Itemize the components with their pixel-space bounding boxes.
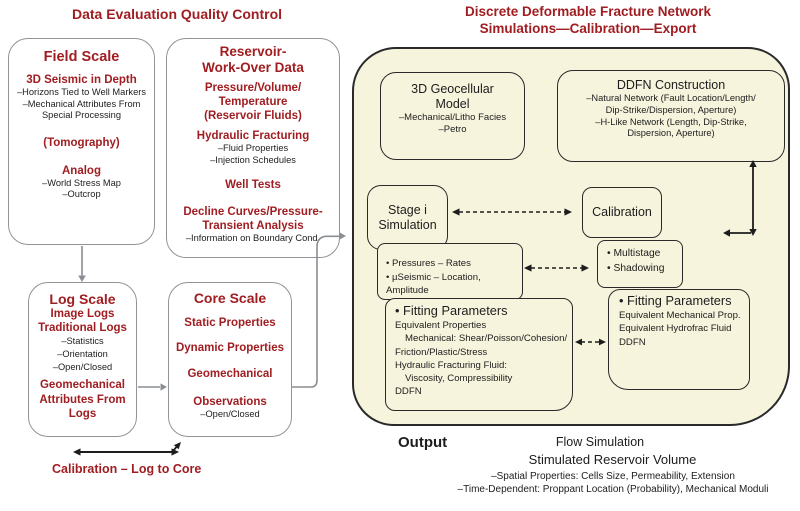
geocell-title-line2: Model — [435, 97, 470, 111]
log-red-line: Traditional Logs — [38, 322, 127, 334]
hydraulic-heading: Hydraulic Fracturing — [196, 130, 310, 142]
stage-title-line1: Stage i — [388, 202, 427, 217]
left-panel-title: Data Evaluation Quality Control — [71, 6, 283, 22]
geo-line: Attributes From — [39, 393, 126, 406]
log-item: –Statistics — [61, 336, 104, 346]
reservoir-workover-box: Reservoir- Work-Over Data Pressure/Volum… — [166, 38, 340, 258]
geo-line: Geomechanical — [39, 379, 125, 391]
decline-item: –Information on Boundary Cond. — [185, 233, 321, 243]
calibration-title: Calibration — [592, 205, 652, 219]
fitting-parameters-right-box: • Fitting Parameters Equivalent Mechanic… — [608, 289, 750, 390]
tomography-heading: (Tomography) — [43, 136, 120, 149]
calibration-box: Calibration — [582, 187, 662, 238]
multistage-shadowing-box: • Multistage • Shadowing — [597, 240, 683, 288]
pressures-useismic-box: • Pressures – Rates • µSeismic – Locatio… — [377, 243, 523, 300]
geo-line: Logs — [68, 408, 97, 420]
field-scale-title: Field Scale — [43, 49, 120, 65]
stage-title-line2: Simulation — [378, 217, 437, 232]
fitting-right-item: Equivalent Hydrofrac Fluid — [619, 323, 732, 335]
ddfn-item: –Natural Network (Fault Location/Length/ — [586, 93, 756, 103]
log-scale-title: Log Scale — [49, 291, 116, 307]
log-scale-box: Log Scale Image Logs Traditional Logs –S… — [28, 282, 137, 437]
multistage-item: • Multistage — [607, 248, 661, 259]
ddfn-item: –H-Like Network (Length, Dip-Strike, — [595, 116, 747, 127]
field-scale-box: Field Scale 3D Seismic in Depth –Horizon… — [8, 38, 155, 245]
fitting-right-item: DDFN — [619, 336, 646, 348]
hydraulic-item: –Injection Schedules — [210, 154, 296, 165]
fitting-left-title: • Fitting Parameters — [395, 303, 508, 318]
geocellular-model-box: 3D Geocellular Model –Mechanical/Litho F… — [380, 72, 525, 160]
fitting-left-item: Equivalent Properties — [395, 320, 487, 331]
ddfn-item: Dip-Strike/Dispersion, Aperture) — [605, 104, 737, 115]
decline-line1: Decline Curves/Pressure- — [183, 206, 323, 218]
right-title-line2: Simulations—Calibration—Export — [479, 21, 697, 36]
arrow-field-to-log — [78, 246, 86, 282]
seismic-item: –Mechanical Attributes From — [22, 98, 141, 109]
output-label: Output — [398, 434, 448, 451]
fitting-left-item: Viscosity, Compressibility — [405, 373, 513, 385]
core-red-line: Geomechanical — [187, 368, 273, 380]
seismic-item: –Horizons Tied to Well Markers — [17, 87, 146, 97]
flow-simulation-label: Flow Simulation — [555, 435, 645, 449]
hydraulic-item: –Fluid Properties — [217, 143, 289, 153]
core-red-line: Static Properties — [184, 317, 276, 329]
reservoir-title-line2: Work-Over Data — [202, 60, 304, 75]
analog-item: –Outcrop — [62, 189, 101, 199]
seismic-item: Special Processing — [41, 110, 122, 120]
stage-i-simulation-box: Stage i Simulation — [367, 185, 448, 250]
fitting-right-title: • Fitting Parameters — [619, 293, 732, 308]
pvt-line: Pressure/Volume/ — [204, 82, 302, 94]
fitting-left-item: Mechanical: Shear/Poisson/Cohesion/ — [405, 333, 568, 345]
pvt-line: (Reservoir Fluids) — [204, 110, 302, 122]
well-tests-heading: Well Tests — [225, 179, 281, 191]
log-red-line: Image Logs — [50, 308, 115, 320]
right-title-line1: Discrete Deformable Fracture Network — [464, 4, 712, 19]
fitting-left-item: Friction/Plastic/Stress — [395, 346, 488, 358]
fitting-left-item: Hydraulic Fracturing Fluid: — [395, 359, 507, 371]
right-panel-title: Discrete Deformable Fracture Network Sim… — [388, 3, 788, 37]
core-red-line: Observations — [193, 396, 267, 408]
log-item: –Open/Closed — [52, 362, 113, 372]
ddfn-title: DDFN Construction — [616, 78, 726, 92]
fitting-left-item: DDFN — [395, 386, 422, 398]
pvt-line: Temperature — [218, 96, 288, 108]
core-scale-box: Core Scale Static Properties Dynamic Pro… — [168, 282, 292, 437]
analog-heading: Analog — [62, 164, 101, 177]
core-red-line: Dynamic Properties — [175, 342, 284, 354]
geocell-item: –Petro — [438, 124, 467, 135]
srv-item: –Spatial Properties: Cells Size, Permeab… — [491, 471, 735, 482]
srv-items: –Spatial Properties: Cells Size, Permeab… — [413, 470, 800, 496]
ddfn-construction-box: DDFN Construction –Natural Network (Faul… — [557, 70, 785, 162]
seismic-heading: 3D Seismic in Depth — [26, 74, 137, 86]
calibration-log-core-label: Calibration – Log to Core — [52, 462, 202, 476]
multistage-item: • Shadowing — [607, 262, 665, 274]
srv-item: –Time-Dependent: Proppant Location (Prob… — [457, 484, 769, 495]
reservoir-title-line1: Reservoir- — [219, 44, 287, 59]
fitting-parameters-left-box: • Fitting Parameters Equivalent Properti… — [385, 298, 573, 411]
core-scale-title: Core Scale — [193, 290, 267, 306]
arrow-calibration-log-core — [73, 442, 181, 456]
arrow-log-to-core — [138, 383, 167, 391]
decline-line2: Transient Analysis — [202, 220, 304, 232]
core-item: –Open/Closed — [200, 409, 260, 419]
fitting-right-item: Equivalent Mechanical Prop. — [619, 310, 741, 321]
geocell-title-line1: 3D Geocellular — [411, 82, 494, 96]
ddfn-item: Dispersion, Aperture) — [627, 128, 715, 139]
pressures-item: • µSeismic – Location, Amplitude — [386, 271, 481, 297]
srv-title: Stimulated Reservoir Volume — [528, 452, 697, 467]
geocell-item: –Mechanical/Litho Facies — [398, 112, 507, 123]
log-item: –Orientation — [57, 349, 108, 359]
pressures-item: • Pressures – Rates — [386, 258, 471, 269]
analog-item: –World Stress Map — [42, 177, 121, 188]
